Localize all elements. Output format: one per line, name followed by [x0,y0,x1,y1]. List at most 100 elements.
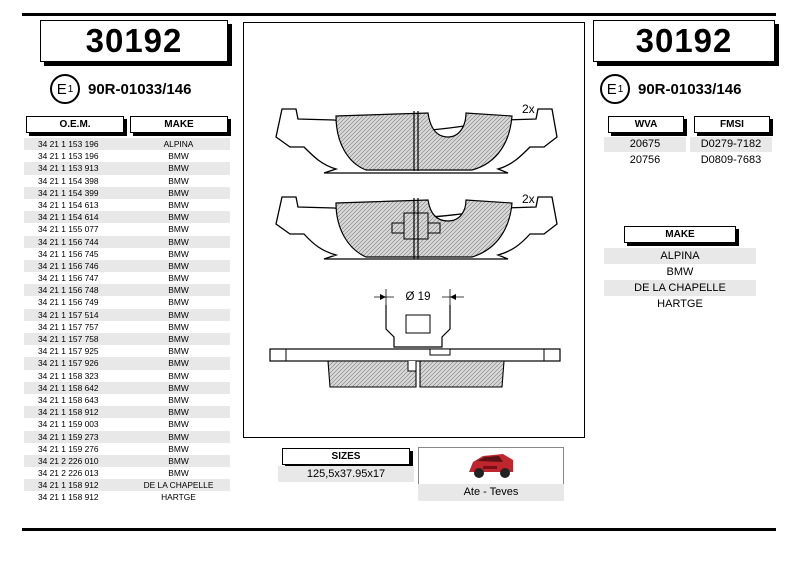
make-name: BMW [168,151,189,162]
fmsi-value: D0279-7182 [690,137,772,152]
table-row: 34 21 2 226 010 BMW [24,454,230,468]
oem-number: 34 21 2 226 013 [38,468,99,479]
make-name: DE LA CHAPELLE [143,480,214,491]
wva-value: 20675 [604,137,686,152]
make-name: BMW [168,346,189,357]
table-row: 34 21 1 154 398 BMW [24,175,230,187]
part-number-left: 30192 [40,20,228,62]
diameter-label: Ø 19 [406,291,431,303]
oem-number: 34 21 1 153 196 [38,151,99,162]
oem-number: 34 21 1 154 614 [38,212,99,223]
make-name: BMW [168,382,189,393]
sizes-header: SIZES [282,448,410,465]
make-list-item: HARTGE [657,298,703,310]
make-column-header: MAKE [130,116,228,133]
make-name: BMW [168,394,189,405]
table-row: 34 21 1 156 747 BMW [24,272,230,284]
technical-drawing: 2x 2x Ø 19 [243,22,585,438]
table-row: 34 21 1 153 913 BMW [24,162,230,175]
make-name: BMW [168,358,189,369]
approval-code: 90R-01033/146 [638,80,742,98]
make-name: BMW [168,370,189,381]
oem-number: 34 21 1 159 003 [38,419,99,430]
table-row: 34 21 1 157 757 BMW [24,321,230,333]
approval-code: 90R-01033/146 [88,80,192,98]
table-row: 34 21 1 158 912 DE LA CHAPELLE [24,479,230,492]
make-list: ALPINA BMW DE LA CHAPELLE HARTGE [604,248,756,312]
make-name: BMW [168,260,189,271]
oem-number: 34 21 1 156 747 [38,273,99,284]
make-name: BMW [168,224,189,235]
table-row: 34 21 1 158 323 BMW [24,370,230,382]
oem-number: 34 21 1 158 912 [38,480,99,491]
pad-friction-material [335,199,513,258]
make-name: BMW [168,321,189,332]
make-name: BMW [168,455,189,466]
oem-number: 34 21 1 157 926 [38,358,99,369]
oem-number: 34 21 1 153 913 [38,163,99,174]
make-name: BMW [168,334,189,344]
part-number-right: 30192 [593,20,775,62]
make-name: BMW [168,187,189,198]
qty-top-label: 2x [522,102,535,116]
table-row: 34 21 1 158 643 BMW [24,394,230,406]
table-row: 34 21 1 155 077 BMW [24,223,230,235]
make-list-item: ALPINA [604,248,756,264]
table-row: 34 21 1 158 642 BMW [24,381,230,394]
oem-number: 34 21 1 156 744 [38,236,99,247]
make-name: ALPINA [163,139,194,149]
oem-number: 34 21 1 156 745 [38,248,99,259]
oem-number: 34 21 1 158 912 [38,407,99,418]
oem-number: 34 21 1 158 323 [38,370,99,381]
oem-number: 34 21 1 159 276 [38,443,99,454]
sizes-value: 125,5x37.95x17 [278,466,414,482]
wva-header: WVA [608,116,684,133]
oem-number: 34 21 1 158 642 [38,382,99,393]
make-name: BMW [168,407,189,418]
oem-number: 34 21 1 159 273 [38,431,99,442]
make-name: BMW [168,163,189,174]
table-row: 34 21 1 158 912 HARTGE [24,491,230,503]
product-photo [418,447,564,485]
oem-number: 34 21 1 158 643 [38,394,99,405]
oem-number: 34 21 1 155 077 [38,224,99,235]
oem-number: 34 21 1 154 398 [38,175,99,186]
oem-number: 34 21 1 157 757 [38,321,99,332]
manufacturer-name: Ate - Teves [418,484,564,501]
wva-value: 20756 [629,154,661,166]
make-name: BMW [168,273,189,284]
make-list-item: BMW [666,266,694,278]
oem-number: 34 21 1 157 925 [38,346,99,357]
oem-number: 34 21 1 156 746 [38,260,99,271]
fmsi-header: FMSI [694,116,770,133]
make-list-header: MAKE [624,226,736,243]
make-name: BMW [168,297,189,308]
fmsi-value: D0809-7683 [700,154,762,166]
make-name: HARTGE [161,492,196,503]
make-name: BMW [168,175,189,186]
oem-column-header: O.E.M. [26,116,124,133]
make-name: BMW [168,236,189,247]
oem-number: 34 21 1 157 514 [38,309,99,320]
table-row: 34 21 1 157 925 BMW [24,345,230,357]
table-row: 34 21 1 156 746 BMW [24,259,230,273]
brake-pad-drawing: 2x 2x Ø 19 [269,102,561,388]
oem-number: 34 21 2 226 010 [38,455,99,466]
car-icon [469,454,513,478]
oem-number: 34 21 1 156 748 [38,285,99,296]
make-list-item: DE LA CHAPELLE [604,280,756,296]
oem-number: 34 21 1 158 912 [38,492,99,503]
